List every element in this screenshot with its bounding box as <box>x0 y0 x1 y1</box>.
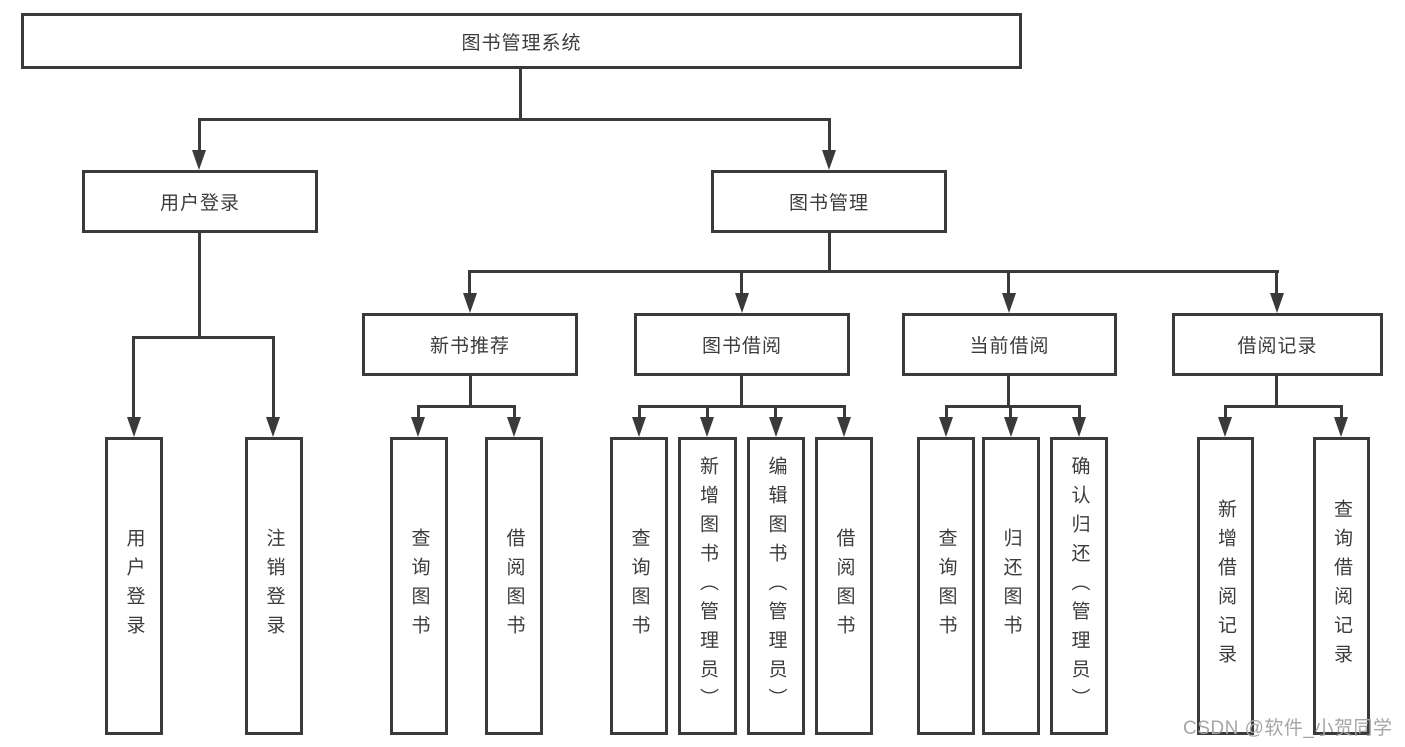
leaf-confirm-return-admin-label: 确认归还（管理员） <box>1068 455 1090 717</box>
connector-book-borrow-stem <box>740 376 743 407</box>
leaf-edit-book-admin-label: 编辑图书（管理员） <box>765 455 787 717</box>
connector-book-management-stem <box>828 233 831 272</box>
arrowhead-bb-add <box>700 417 714 437</box>
connector-book-borrow-rail <box>638 405 846 408</box>
node-borrowing-records-label: 借阅记录 <box>1237 336 1318 357</box>
leaf-add-borrow-record-label: 新增借阅记录 <box>1215 499 1236 673</box>
node-new-book-recommendation: 新书推荐 <box>362 313 578 376</box>
connector-new-book-stem <box>469 376 472 407</box>
arrowhead-br-add <box>1218 417 1232 437</box>
node-library-management-system-label: 图书管理系统 <box>461 32 582 54</box>
connector-drop-bb-add <box>706 405 709 419</box>
leaf-query-books-current: 查询图书 <box>917 437 975 735</box>
arrowhead-cb-confirm <box>1072 417 1086 437</box>
connector-level3-rail <box>469 270 1279 273</box>
connector-drop-cb-confirm <box>1078 405 1081 419</box>
arrowhead-leaf-logout <box>266 417 280 437</box>
leaf-edit-book-admin: 编辑图书（管理员） <box>747 437 805 735</box>
connector-new-book-rail <box>417 405 516 408</box>
connector-drop-bb-query <box>638 405 641 419</box>
arrowhead-current-borrow <box>1002 293 1016 313</box>
node-user-login: 用户登录 <box>82 170 318 233</box>
node-user-login-label: 用户登录 <box>159 193 240 214</box>
node-current-borrowing: 当前借阅 <box>902 313 1117 376</box>
connector-drop-bb-edit <box>774 405 777 419</box>
arrowhead-bb-borrow <box>837 417 851 437</box>
leaf-add-book-admin-label: 新增图书（管理员） <box>697 455 718 717</box>
node-borrowing-records: 借阅记录 <box>1172 313 1383 376</box>
connector-drop-bb-borrow <box>843 405 846 419</box>
arrowhead-nb-borrow <box>507 417 521 437</box>
node-new-book-recommendation-label: 新书推荐 <box>429 336 510 357</box>
leaf-user-login-label: 用户登录 <box>123 528 145 644</box>
leaf-borrow-books-recommend: 借阅图书 <box>485 437 543 735</box>
arrowhead-user-login <box>192 150 206 170</box>
connector-drop-nb-query <box>417 405 420 419</box>
connector-drop-book-borrow <box>740 270 743 295</box>
connector-drop-leaf-user-login <box>132 336 135 419</box>
connector-level2-rail <box>198 118 831 121</box>
connector-drop-user-login <box>198 118 201 152</box>
arrowhead-book-borrow <box>735 293 749 313</box>
leaf-return-book-label: 归还图书 <box>1000 528 1022 644</box>
node-book-management-label: 图书管理 <box>788 193 869 214</box>
connector-drop-cb-query <box>945 405 948 419</box>
node-book-borrowing: 图书借阅 <box>634 313 850 376</box>
node-book-borrowing-label: 图书借阅 <box>701 336 782 357</box>
leaf-borrow-books-borrowing: 借阅图书 <box>815 437 873 735</box>
leaf-return-book: 归还图书 <box>982 437 1040 735</box>
arrowhead-borrow-records <box>1270 293 1284 313</box>
leaf-confirm-return-admin: 确认归还（管理员） <box>1050 437 1108 735</box>
connector-drop-book-management <box>828 118 831 152</box>
connector-drop-nb-borrow <box>513 405 516 419</box>
leaf-query-borrow-record-label: 查询借阅记录 <box>1331 499 1352 673</box>
leaf-query-books-borrowing-label: 查询图书 <box>628 528 650 644</box>
connector-current-borrow-rail <box>945 405 1081 408</box>
leaf-query-borrow-record: 查询借阅记录 <box>1313 437 1370 735</box>
connector-drop-cb-return <box>1009 405 1012 419</box>
arrowhead-new-book <box>463 293 477 313</box>
connector-borrow-records-rail <box>1224 405 1343 408</box>
arrowhead-cb-query <box>939 417 953 437</box>
node-library-management-system: 图书管理系统 <box>21 13 1022 69</box>
csdn-watermark: CSDN @软件_小贺同学 <box>1183 718 1393 739</box>
connector-root-stem <box>519 69 522 120</box>
leaf-query-books-recommend: 查询图书 <box>390 437 448 735</box>
connector-user-login-rail <box>132 336 274 339</box>
leaf-logout: 注销登录 <box>245 437 303 735</box>
leaf-query-books-borrowing: 查询图书 <box>610 437 668 735</box>
connector-drop-br-add <box>1224 405 1227 419</box>
leaf-query-books-recommend-label: 查询图书 <box>408 528 430 644</box>
arrowhead-nb-query <box>411 417 425 437</box>
node-current-borrowing-label: 当前借阅 <box>969 336 1050 357</box>
leaf-add-book-admin: 新增图书（管理员） <box>678 437 737 735</box>
leaf-borrow-books-recommend-label: 借阅图书 <box>503 528 525 644</box>
arrowhead-br-query <box>1334 417 1348 437</box>
arrowhead-book-management <box>822 150 836 170</box>
connector-borrow-records-stem <box>1275 376 1278 407</box>
connector-current-borrow-stem <box>1007 376 1010 407</box>
arrowhead-bb-edit <box>769 417 783 437</box>
connector-drop-br-query <box>1340 405 1343 419</box>
connector-drop-current-borrow <box>1007 270 1010 295</box>
connector-user-login-stem <box>198 233 201 338</box>
connector-drop-leaf-logout <box>272 336 275 419</box>
node-book-management: 图书管理 <box>711 170 947 233</box>
leaf-query-books-current-label: 查询图书 <box>935 528 957 644</box>
connector-drop-borrow-records <box>1275 270 1278 295</box>
leaf-logout-label: 注销登录 <box>263 528 285 644</box>
connector-drop-new-book <box>468 270 471 295</box>
arrowhead-cb-return <box>1004 417 1018 437</box>
leaf-user-login: 用户登录 <box>105 437 163 735</box>
leaf-borrow-books-borrowing-label: 借阅图书 <box>833 528 855 644</box>
arrowhead-leaf-user-login <box>127 417 141 437</box>
leaf-add-borrow-record: 新增借阅记录 <box>1197 437 1254 735</box>
arrowhead-bb-query <box>632 417 646 437</box>
